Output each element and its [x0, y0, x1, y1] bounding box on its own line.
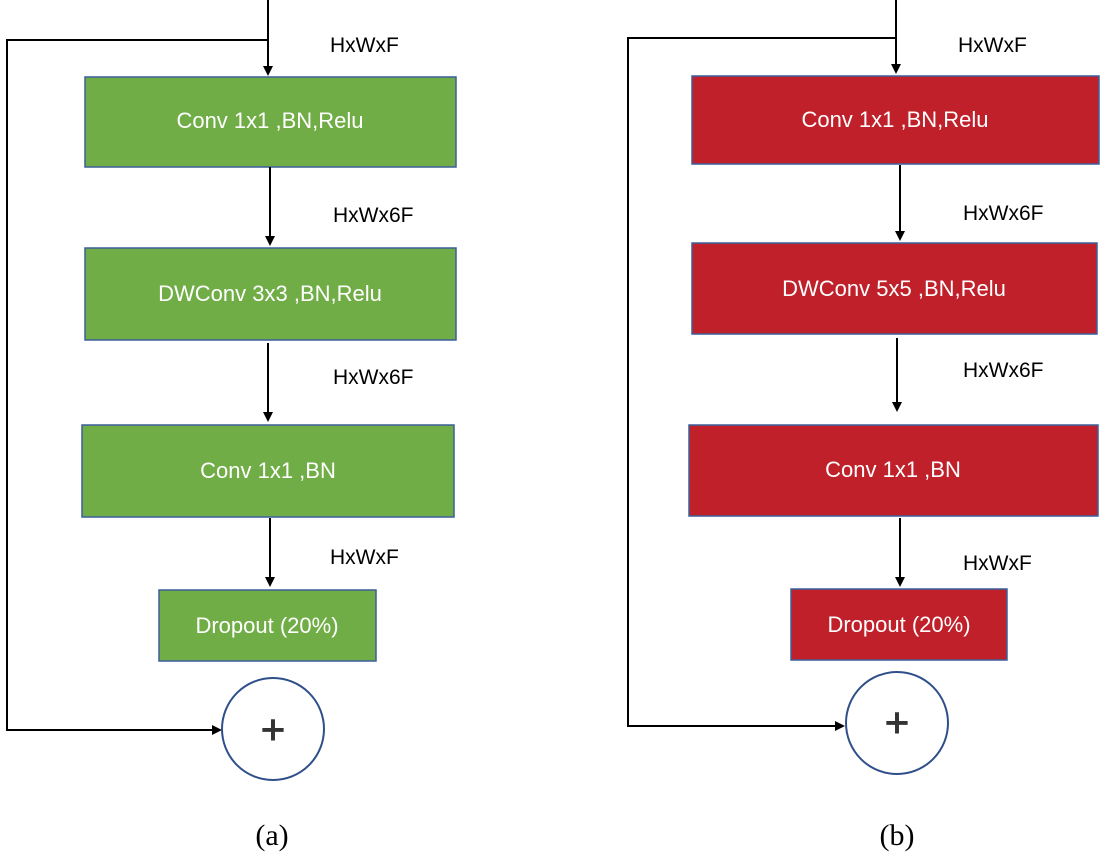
block-a-conv2 — [81, 424, 455, 518]
block-b-conv1 — [691, 75, 1100, 165]
block-a-dwconv — [84, 247, 457, 341]
skip-connection-a — [6, 39, 268, 735]
block-a-dropout — [158, 589, 377, 662]
block-b-dwconv — [691, 242, 1098, 335]
sum-node-b — [845, 671, 949, 775]
caption-b: (b) — [880, 819, 915, 852]
block-b-conv2 — [688, 424, 1099, 517]
block-b-dropout-label: Dropout (20%) — [827, 612, 970, 637]
dim-label-b-4: HxWxF — [963, 552, 1032, 575]
sum-symbol-a: + — [259, 710, 288, 750]
dim-label-a-4: HxWxF — [330, 546, 399, 569]
dim-label-b-2: HxWx6F — [963, 202, 1044, 225]
caption-a: (a) — [255, 819, 288, 852]
skip-connection-b — [627, 37, 896, 731]
block-a-dropout-label: Dropout (20%) — [195, 613, 338, 638]
sum-node-a — [221, 677, 325, 781]
block-a-dwconv-label: DWConv 3x3 ,BN,Relu — [158, 281, 382, 306]
sum-symbol-b: + — [883, 703, 912, 743]
block-b-dwconv-label: DWConv 5x5 ,BN,Relu — [782, 276, 1006, 301]
block-a-conv1 — [84, 76, 457, 168]
dim-label-b-3: HxWx6F — [963, 359, 1044, 382]
diagram-b: HxWxF Conv 1x1 ,BN,Relu HxWx6F DWConv 5x… — [627, 0, 1100, 852]
block-a-conv2-label: Conv 1x1 ,BN — [200, 458, 336, 483]
block-b-conv1-label: Conv 1x1 ,BN,Relu — [801, 107, 988, 132]
block-a-conv1-label: Conv 1x1 ,BN,Relu — [176, 108, 363, 133]
block-b-dropout — [790, 588, 1008, 661]
diagram-a: HxWxF Conv 1x1 ,BN,Relu HxWx6F DWConv 3x… — [6, 0, 457, 852]
dim-label-b-1: HxWxF — [958, 34, 1027, 57]
dim-label-a-3: HxWx6F — [333, 366, 414, 389]
dim-label-a-2: HxWx6F — [333, 204, 414, 227]
block-b-conv2-label: Conv 1x1 ,BN — [825, 457, 961, 482]
dim-label-a-1: HxWxF — [330, 34, 399, 57]
